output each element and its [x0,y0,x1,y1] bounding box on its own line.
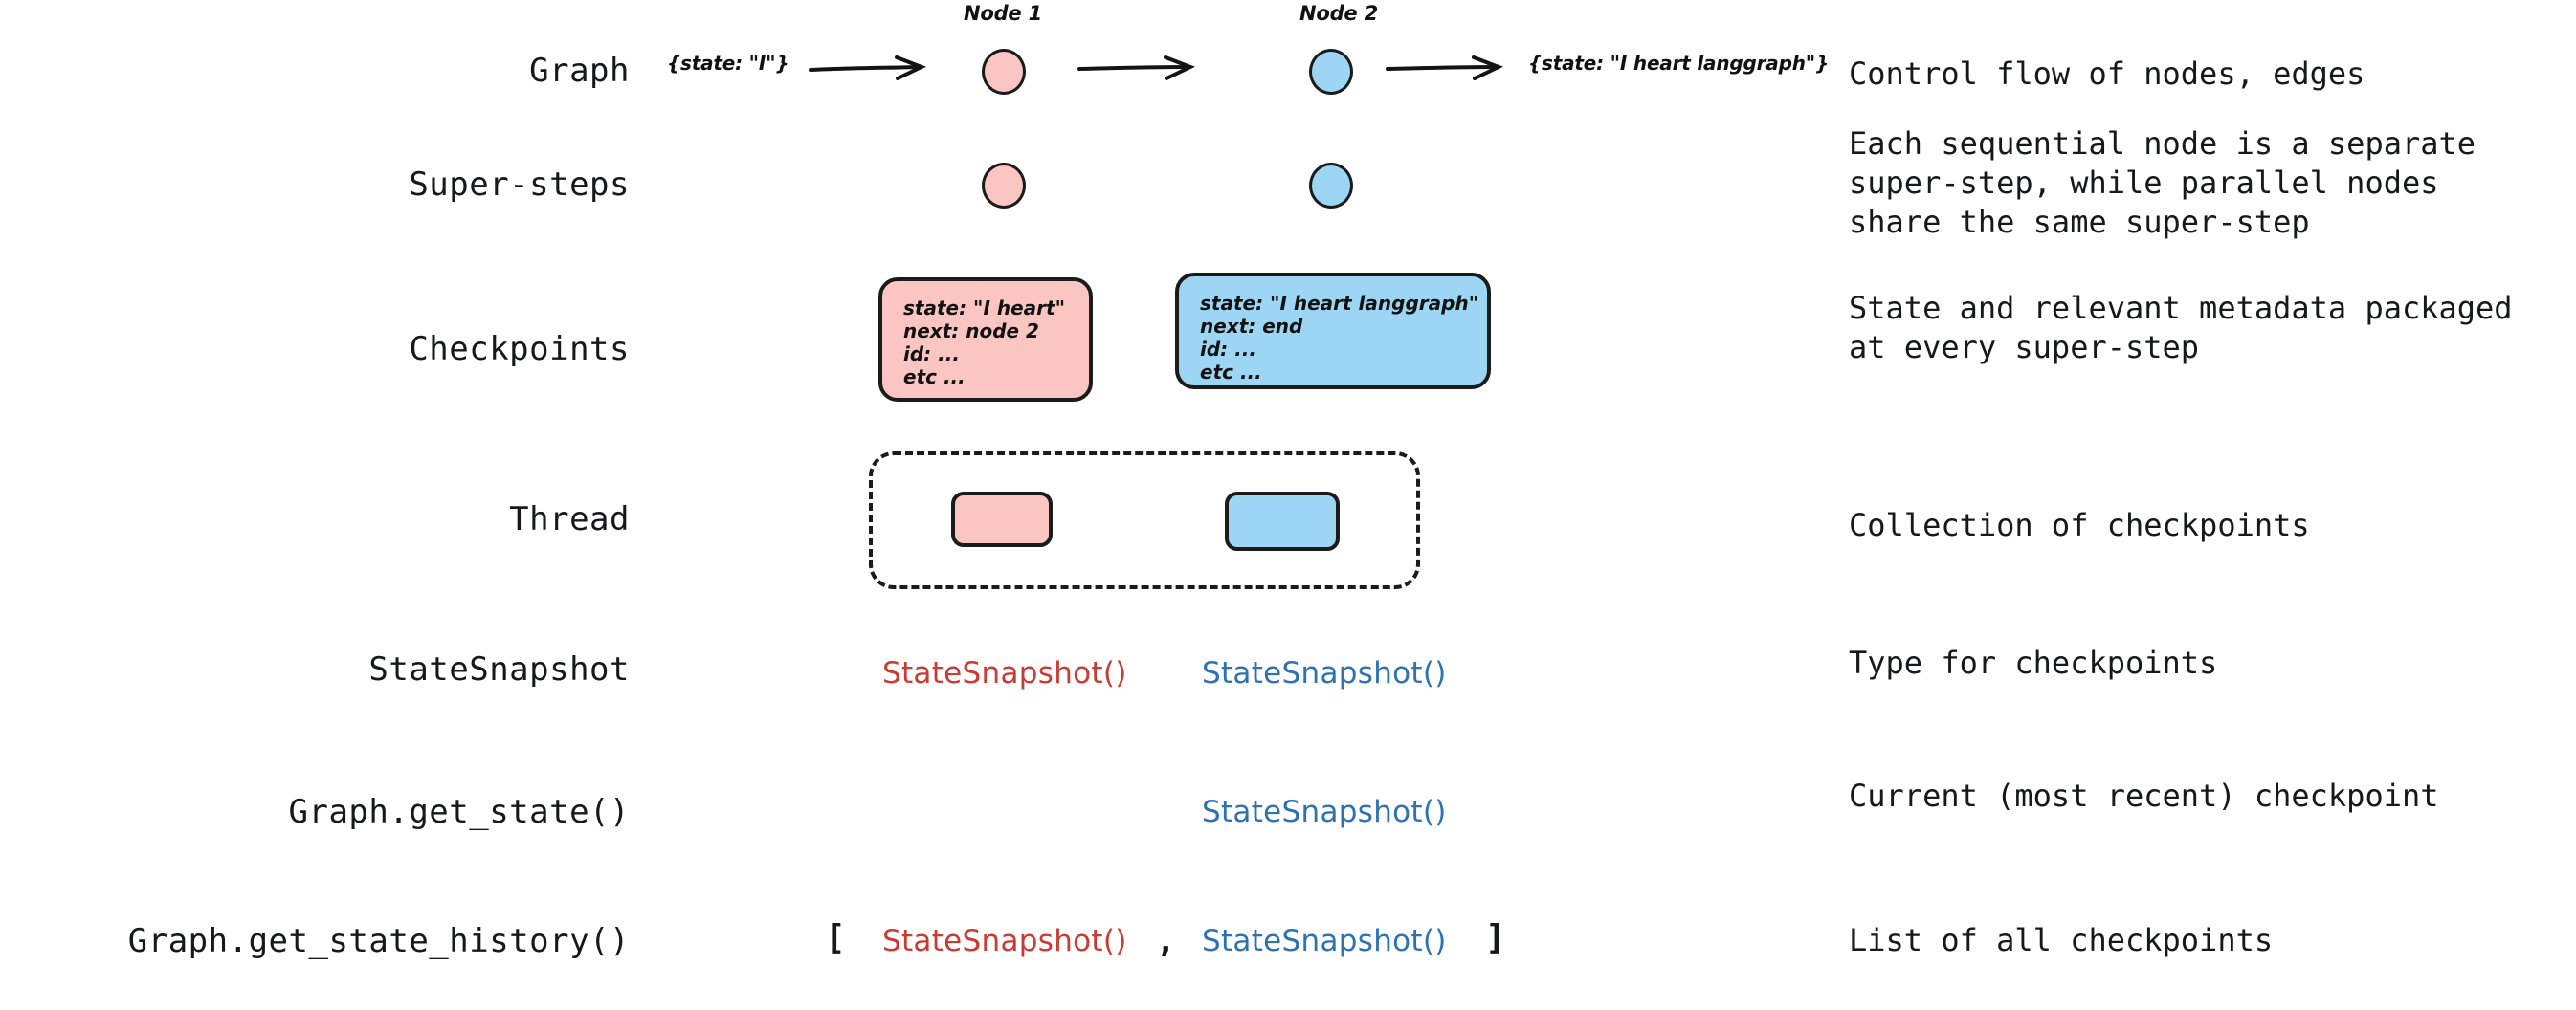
graph-edge-arrow-1 [809,55,933,84]
row-description-get-state: Current (most recent) checkpoint [1849,778,2439,814]
checkpoint-blue-line-2: next: end [1200,315,1303,338]
node-1-label: Node 1 [964,2,1043,25]
row-label-thread: Thread [509,500,630,538]
super-step-node-1-circle [982,163,1026,209]
checkpoint-pink-line-1: state: "I heart" [903,296,1066,319]
graph-node-2-circle [1309,49,1353,95]
graph-input-state-label: {state: "I"} [667,52,789,75]
row-label-statesnapshot: StateSnapshot [368,650,630,689]
row-description-checkpoints: State and relevant metadata packaged at … [1849,290,2513,365]
history-snapshot-blue: StateSnapshot() [1202,924,1447,958]
thread-checkpoint-chip-pink [951,492,1053,547]
row-label-get-state-history: Graph.get_state_history() [127,922,630,960]
checkpoint-blue-line-4: etc ... [1200,361,1262,384]
thread-checkpoint-chip-blue [1225,492,1340,551]
row-label-super-steps: Super-steps [409,165,630,204]
row-label-get-state: Graph.get_state() [288,793,630,831]
row-label-graph: Graph [529,52,630,90]
row-description-super-steps: Each sequential node is a separate super… [1849,125,2476,240]
get-state-result-snapshot: StateSnapshot() [1202,795,1447,829]
row-description-statesnapshot: Type for checkpoints [1849,645,2218,681]
row-description-thread: Collection of checkpoints [1849,507,2310,543]
history-list-close-bracket: ] [1485,918,1506,957]
checkpoint-card-pink: state: "I heart" next: node 2 id: ... et… [878,277,1093,402]
checkpoint-pink-line-4: etc ... [903,365,966,388]
history-list-comma: , [1156,922,1176,960]
row-description-get-state-history: List of all checkpoints [1849,922,2274,958]
checkpoint-blue-line-3: id: ... [1200,338,1256,361]
checkpoint-blue-line-1: state: "I heart langgraph" [1200,292,1479,315]
checkpoint-card-blue: state: "I heart langgraph" next: end id:… [1175,273,1491,389]
row-description-graph: Control flow of nodes, edges [1849,55,2365,92]
statesnapshot-label-blue: StateSnapshot() [1202,656,1447,691]
history-list-open-bracket: [ [825,918,846,957]
super-step-node-2-circle [1309,163,1353,209]
node-2-label: Node 2 [1299,2,1379,25]
graph-edge-arrow-3 [1386,55,1510,84]
graph-node-1-circle [982,49,1026,95]
statesnapshot-label-red: StateSnapshot() [882,656,1127,691]
checkpoint-pink-line-3: id: ... [903,342,960,365]
checkpoint-pink-line-2: next: node 2 [903,319,1039,342]
graph-output-state-label: {state: "I heart langgraph"} [1528,52,1829,75]
row-label-checkpoints: Checkpoints [409,330,630,368]
thread-container [869,451,1420,589]
history-snapshot-red: StateSnapshot() [882,924,1127,958]
graph-edge-arrow-2 [1077,55,1202,84]
